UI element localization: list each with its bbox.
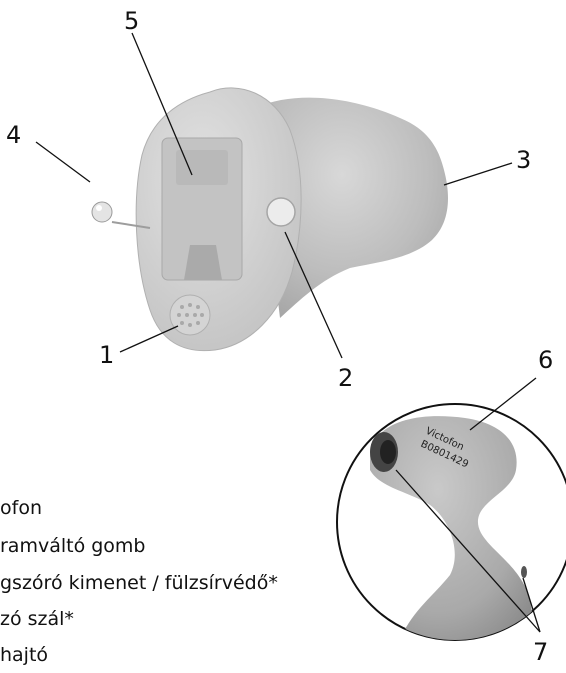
leader-line-4 (36, 142, 90, 182)
legend-item-1: ofon (0, 497, 42, 519)
callout-3: 3 (516, 148, 531, 172)
callout-2: 2 (338, 366, 353, 390)
callout-1: 1 (99, 343, 114, 367)
legend-item-3: gszóró kimenet / fülzsírvédő* (0, 572, 278, 594)
legend-item-2: ramváltó gomb (0, 535, 146, 557)
callout-6: 6 (538, 348, 553, 372)
callout-4: 4 (6, 123, 21, 147)
legend-item-4: zó szál* (0, 608, 74, 630)
retrieval-cord-knob (92, 202, 112, 222)
legend-item-5: hajtó (0, 644, 48, 666)
callout-5: 5 (124, 9, 139, 33)
program-button (267, 198, 295, 226)
callout-7: 7 (533, 640, 548, 664)
leader-line-3 (444, 163, 512, 185)
